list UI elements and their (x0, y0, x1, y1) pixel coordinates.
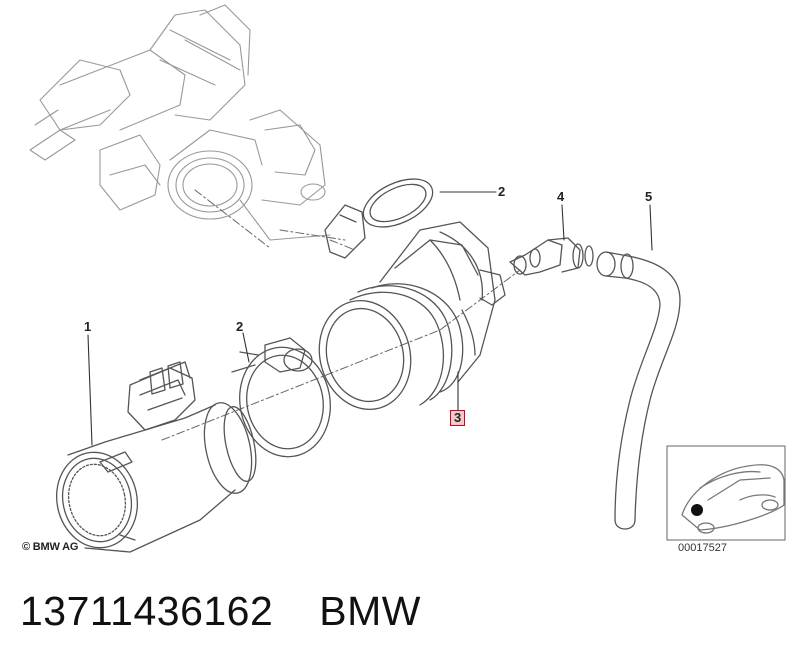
diagram-reference-number: 00017527 (678, 542, 727, 554)
centerline-1 (194, 189, 271, 249)
callout-3-highlighted: 3 (450, 410, 466, 426)
air-mass-meter (55, 361, 257, 553)
centerline-2 (161, 329, 441, 441)
callout-1: 1 (84, 319, 92, 334)
hose-clamp-upper (324, 178, 434, 259)
callout-5: 5 (645, 189, 653, 204)
hose-connector (509, 237, 594, 276)
locator-inset (666, 445, 786, 541)
intake-boot (318, 221, 506, 411)
hose-clamp-lower (231, 337, 331, 458)
throttle-body (29, 4, 331, 241)
leader-1 (87, 334, 93, 446)
callout-2-middle: 2 (236, 319, 244, 334)
vent-hose (596, 251, 681, 530)
callout-2-top: 2 (498, 184, 506, 199)
parts-diagram (29, 4, 786, 553)
copyright-notice: © BMW AG (22, 541, 79, 553)
part-number: 13711436162 (20, 588, 274, 634)
location-dot (691, 504, 703, 516)
brand-name: BMW (319, 588, 421, 634)
callout-4: 4 (557, 189, 565, 204)
part-caption: 13711436162 BMW (20, 588, 421, 635)
